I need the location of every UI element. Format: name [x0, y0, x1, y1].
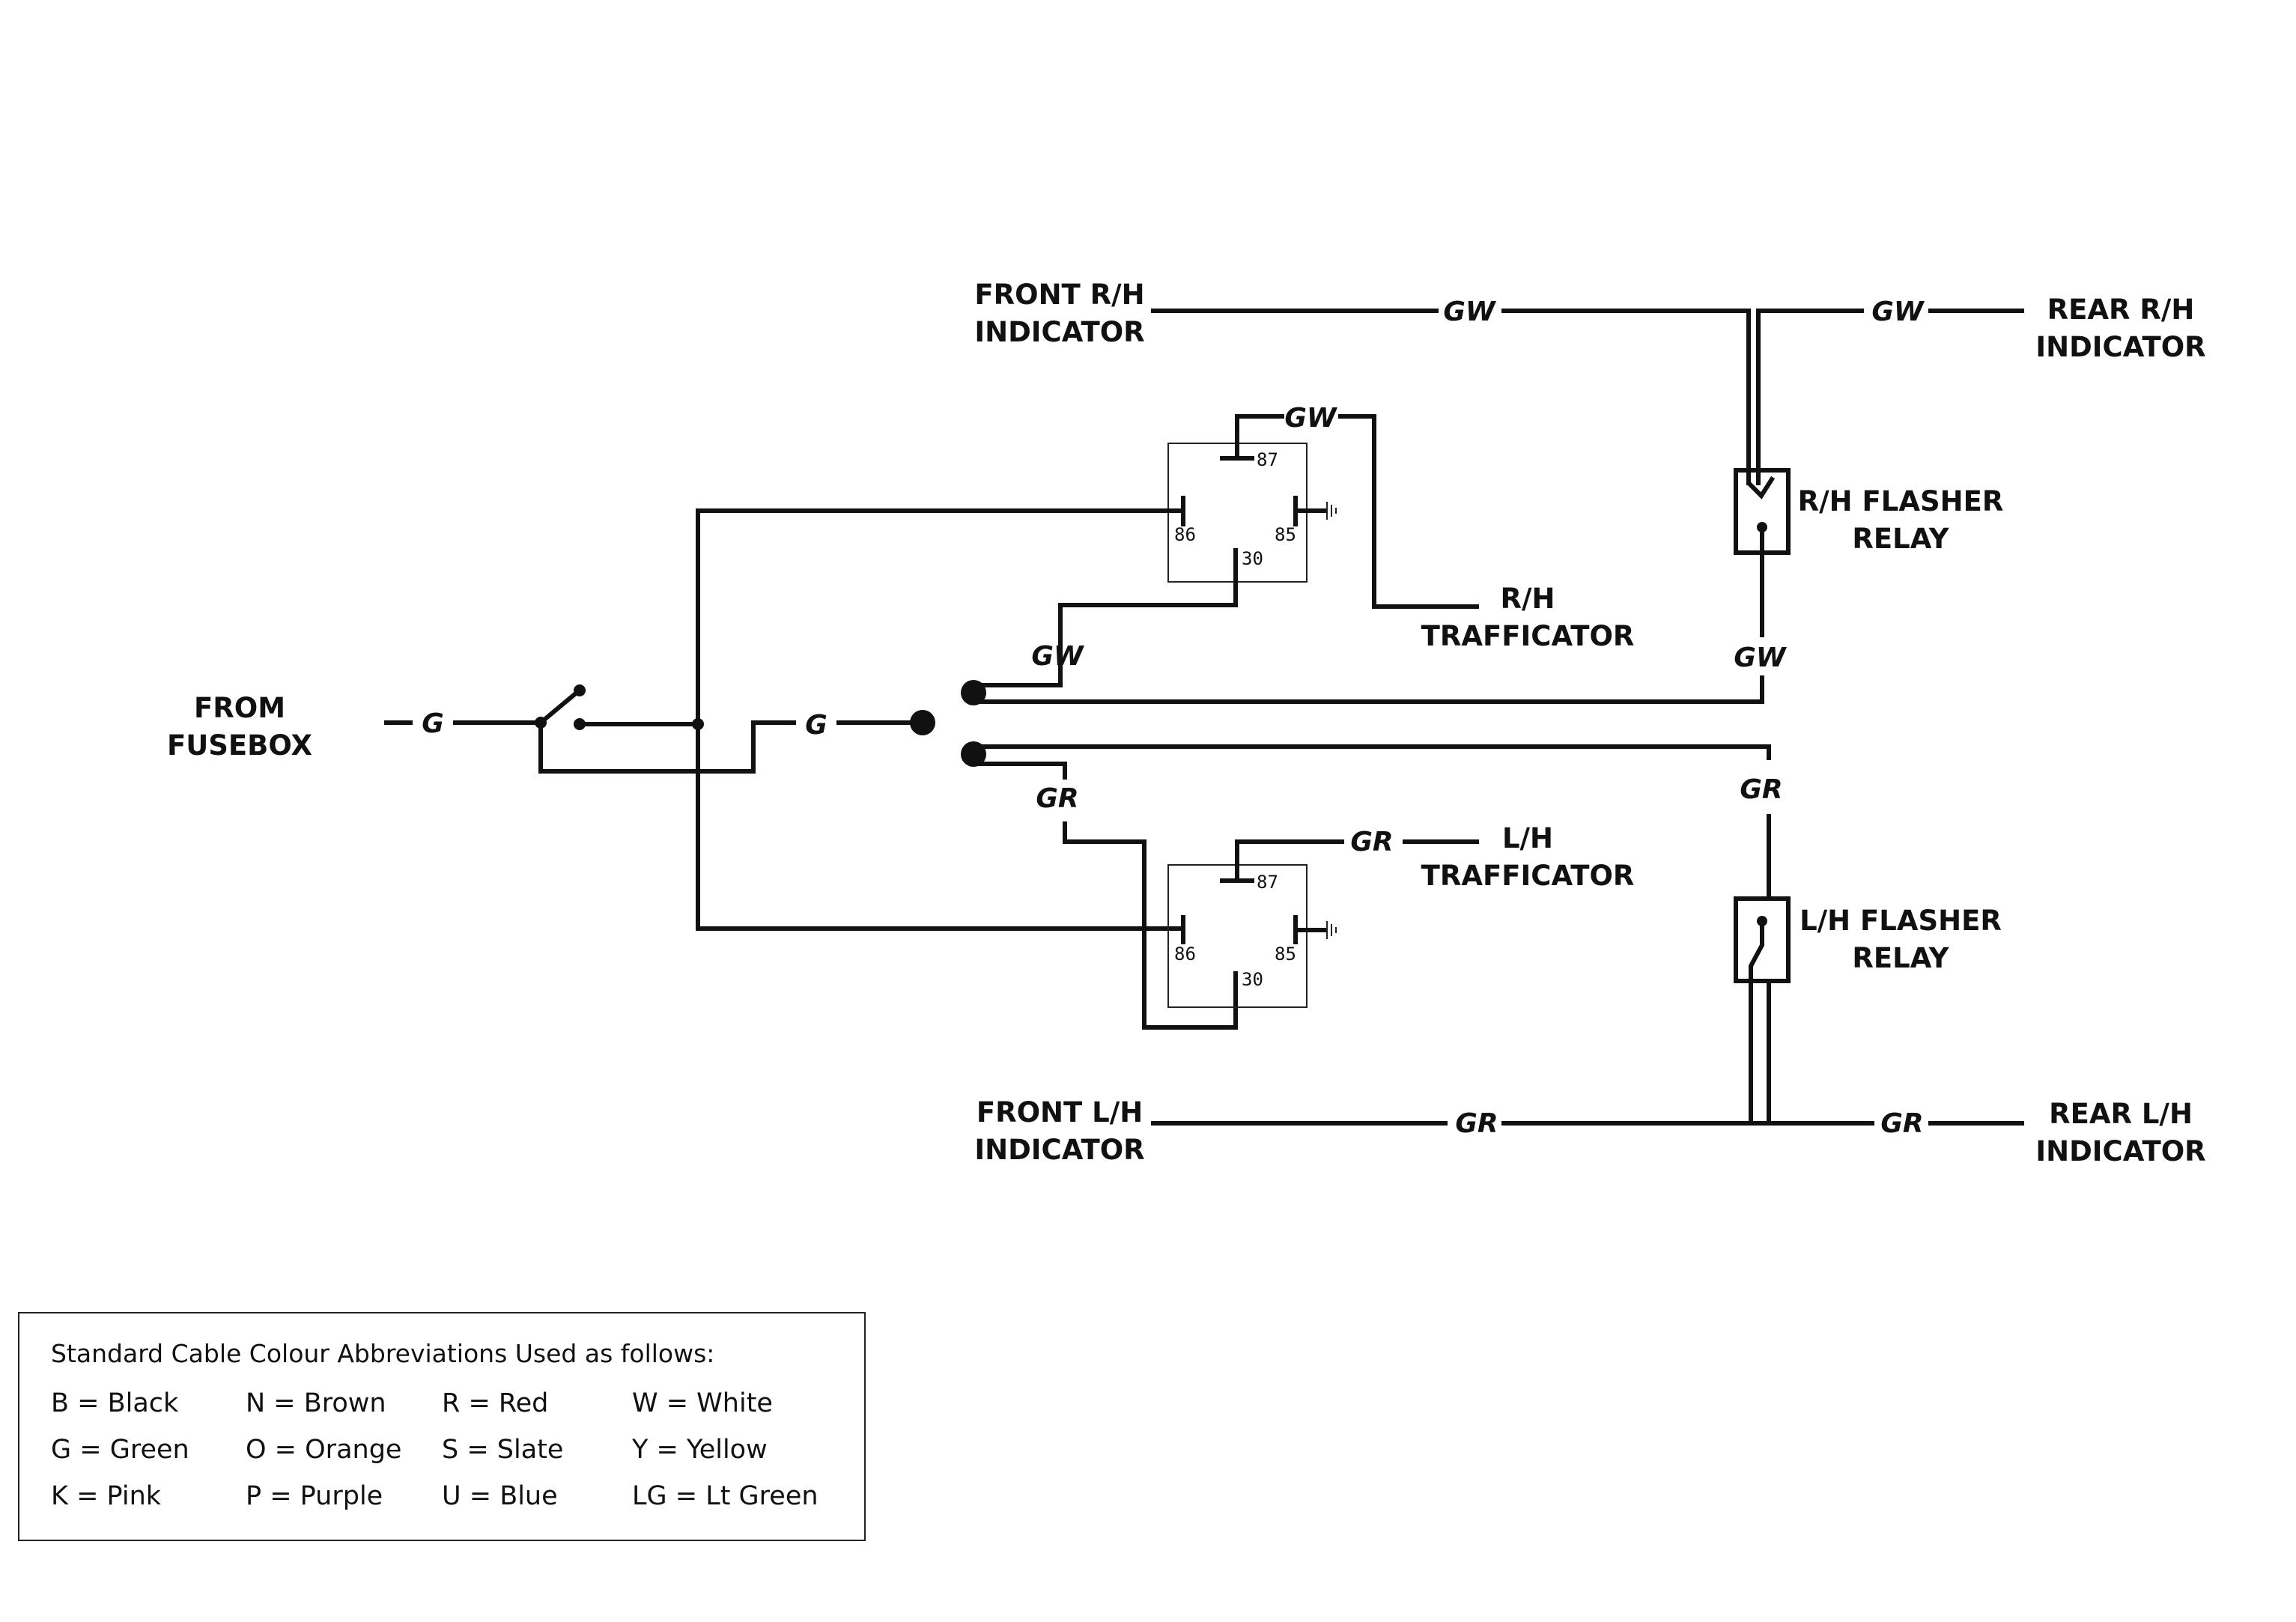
wire-label-gr-right: GR — [1740, 774, 1782, 805]
legend-item: W = White — [632, 1388, 773, 1418]
wire-gw-bus — [971, 675, 1764, 704]
lower-relay-pin86: 86 — [1174, 944, 1196, 965]
wire-upper-30-gw — [1058, 603, 1238, 687]
label-from-fusebox-2: FUSEBOX — [167, 729, 312, 762]
wire-gr-terminal-short — [971, 762, 1067, 780]
lower-relay-pin30: 30 — [1242, 969, 1263, 990]
legend-item: O = Orange — [246, 1435, 402, 1465]
wire-label-gw-rear: GW — [1871, 297, 1925, 327]
legend-item: S = Slate — [442, 1435, 564, 1465]
wire-label-g-switch: G — [805, 710, 827, 741]
label-front-lh: FRONT L/H — [977, 1096, 1143, 1129]
wire-lower-87-gr — [1235, 839, 1344, 883]
legend-item: U = Blue — [442, 1481, 558, 1511]
wire-front-lh-to-relay — [1501, 979, 1771, 1126]
label-from-fusebox: FROM — [194, 692, 285, 724]
wire-rear-lh — [1749, 979, 1874, 1126]
legend-grid: B = Black N = Brown R = Red W = White G … — [51, 1388, 842, 1511]
wire-label-g-fuse: G — [422, 708, 444, 739]
wire-label-gr-relay-top: GR — [1350, 827, 1393, 857]
earth-icon-lower — [1326, 921, 1337, 939]
wire-label-gr-left: GR — [1036, 783, 1078, 814]
rh-flasher-contact — [1746, 468, 1776, 499]
label-rear-lh-2: INDICATOR — [2035, 1135, 2205, 1167]
wire-upper-87-gw — [1235, 414, 1284, 461]
wire-label-gw-front: GW — [1443, 297, 1497, 327]
legend-item: K = Pink — [51, 1481, 162, 1511]
wire-upper-gw-to-rh-traff — [1338, 414, 1479, 609]
wire-feed-86 — [696, 508, 1185, 931]
label-rh-flasher: R/H FLASHER — [1798, 485, 2004, 517]
wire-gr-bus — [971, 744, 1771, 760]
cable-colour-legend: Standard Cable Colour Abbreviations Used… — [18, 1312, 866, 1541]
lower-relay-pin87: 87 — [1257, 872, 1278, 893]
legend-item: G = Green — [51, 1435, 189, 1465]
legend-item: B = Black — [51, 1388, 179, 1418]
label-rh-trafficator: R/H — [1501, 583, 1555, 615]
lh-flasher-contact — [1749, 919, 1764, 983]
junction-dot — [692, 718, 704, 730]
legend-item: P = Purple — [246, 1481, 383, 1511]
legend-item: R = Red — [442, 1388, 549, 1418]
upper-relay-pin85: 85 — [1275, 524, 1296, 545]
wire-gw-to-rh-relay — [1501, 309, 1751, 485]
label-lh-flasher: L/H FLASHER — [1800, 905, 2002, 937]
label-rh-trafficator-2: TRAFFICATOR — [1421, 620, 1635, 652]
legend-item: LG = Lt Green — [632, 1481, 819, 1511]
label-rear-rh-2: INDICATOR — [2035, 331, 2205, 363]
legend-item: Y = Yellow — [632, 1435, 768, 1465]
wire-label-gw-right: GW — [1734, 643, 1788, 673]
label-lh-trafficator-2: TRAFFICATOR — [1421, 860, 1635, 892]
earth-icon — [1326, 502, 1337, 520]
wire-label-gr-rear: GR — [1880, 1108, 1923, 1139]
wire-switch-loop — [538, 720, 796, 774]
upper-relay-pin86: 86 — [1174, 524, 1196, 545]
wire-label-gw-relay-top: GW — [1284, 403, 1338, 434]
lh-flasher-relay-box — [1734, 896, 1791, 983]
label-lh-flasher-2: RELAY — [1852, 942, 1949, 974]
legend-title: Standard Cable Colour Abbreviations Used… — [51, 1339, 715, 1368]
switch-arm-icon — [537, 689, 580, 726]
switch-contact-top — [574, 684, 586, 696]
label-rear-rh: REAR R/H — [2047, 294, 2195, 326]
lower-relay-pin85: 85 — [1275, 944, 1296, 965]
wire-rear-rh — [1756, 309, 1864, 485]
label-front-rh-2: INDICATOR — [974, 316, 1144, 348]
upper-relay-pin30: 30 — [1242, 548, 1263, 569]
legend-item: N = Brown — [246, 1388, 386, 1418]
label-lh-trafficator: L/H — [1502, 822, 1553, 854]
label-rear-lh: REAR L/H — [2049, 1098, 2193, 1130]
label-rh-flasher-2: RELAY — [1852, 523, 1949, 555]
upper-relay-pin87: 87 — [1257, 449, 1278, 470]
wire-label-gw-left: GW — [1031, 641, 1085, 672]
terminal-g — [910, 710, 935, 735]
wire-label-gr-front: GR — [1455, 1108, 1498, 1139]
label-front-lh-2: INDICATOR — [974, 1134, 1144, 1166]
wire-gr-to-lower-30 — [1063, 821, 1238, 1030]
label-front-rh: FRONT R/H — [974, 279, 1144, 311]
